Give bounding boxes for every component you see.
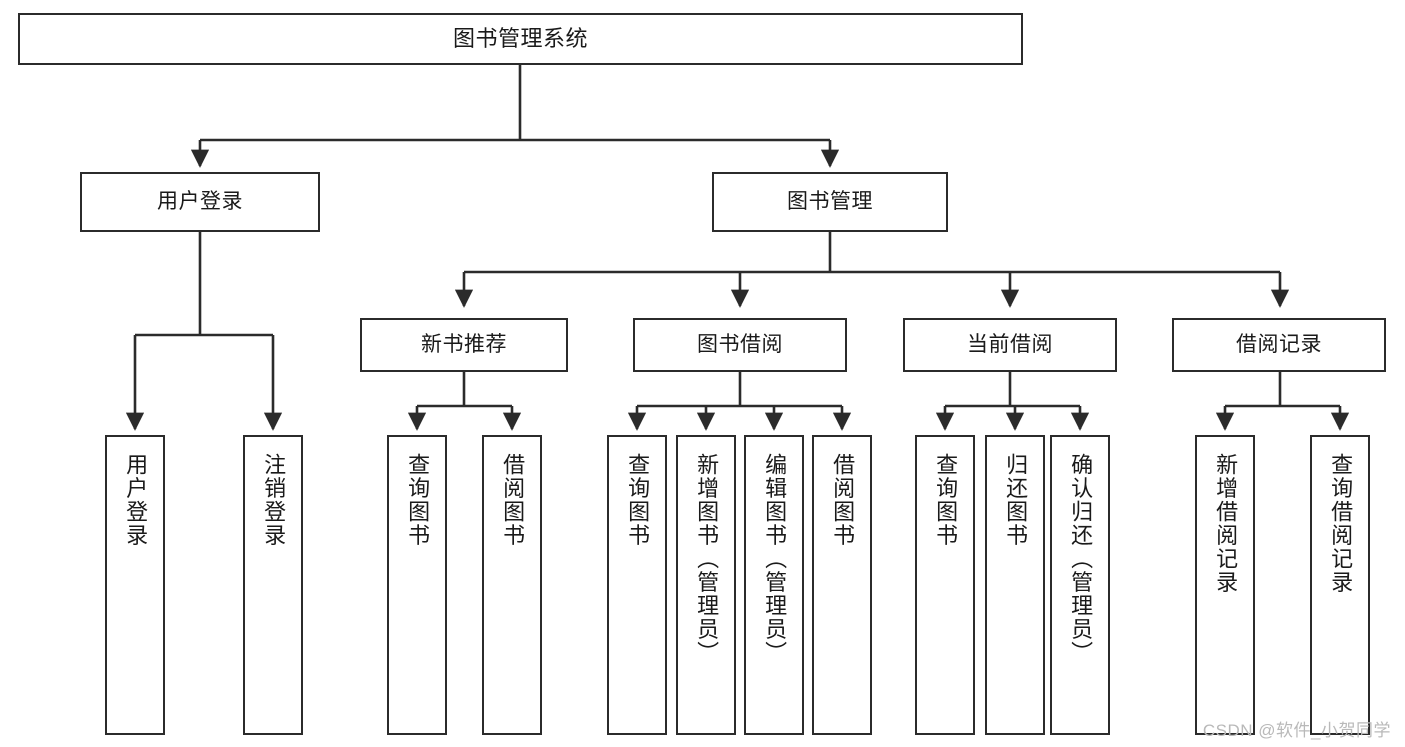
node-book-borrow[interactable]: 图书借阅: [633, 318, 847, 372]
node-label: 借阅记录: [1236, 332, 1322, 356]
node-leaf-user-login[interactable]: 用户登录: [105, 435, 165, 735]
node-label: 查询图书: [933, 453, 959, 547]
node-leaf-query-book-borrow[interactable]: 查询图书: [607, 435, 667, 735]
node-label: 当前借阅: [967, 332, 1053, 356]
node-leaf-edit-book-admin[interactable]: 编辑图书（管理员）: [744, 435, 804, 735]
node-label: 确认归还（管理员）: [1068, 453, 1094, 665]
node-label: 归还图书: [1003, 453, 1029, 547]
node-current-borrow[interactable]: 当前借阅: [903, 318, 1117, 372]
node-leaf-borrow-book[interactable]: 借阅图书: [812, 435, 872, 735]
node-leaf-query-borrow-record[interactable]: 查询借阅记录: [1310, 435, 1370, 735]
node-label: 用户登录: [157, 189, 243, 213]
node-label: 新增借阅记录: [1213, 453, 1239, 594]
node-label: 编辑图书（管理员）: [762, 453, 788, 665]
node-leaf-logout[interactable]: 注销登录: [243, 435, 303, 735]
node-leaf-add-book-admin[interactable]: 新增图书（管理员）: [676, 435, 736, 735]
node-leaf-query-book-current[interactable]: 查询图书: [915, 435, 975, 735]
node-user-login[interactable]: 用户登录: [80, 172, 320, 232]
node-borrow-records[interactable]: 借阅记录: [1172, 318, 1386, 372]
node-label: 新书推荐: [421, 332, 507, 356]
node-label: 借阅图书: [500, 453, 526, 547]
node-label: 图书管理: [787, 189, 873, 213]
watermark: CSDN @软件_小贺同学: [1202, 721, 1391, 740]
node-label: 查询图书: [625, 453, 651, 547]
node-leaf-query-book-recommend[interactable]: 查询图书: [387, 435, 447, 735]
node-label: 查询借阅记录: [1328, 453, 1354, 594]
node-label: 新增图书（管理员）: [694, 453, 720, 665]
node-label: 查询图书: [405, 453, 431, 547]
node-label: 图书管理系统: [452, 26, 588, 52]
node-label: 借阅图书: [830, 453, 856, 547]
node-leaf-confirm-return-admin[interactable]: 确认归还（管理员）: [1050, 435, 1110, 735]
node-leaf-return-book[interactable]: 归还图书: [985, 435, 1045, 735]
node-root-system[interactable]: 图书管理系统: [18, 13, 1023, 65]
node-label: 注销登录: [261, 453, 287, 547]
node-label: 图书借阅: [697, 332, 783, 356]
node-leaf-add-borrow-record[interactable]: 新增借阅记录: [1195, 435, 1255, 735]
node-new-book-recommend[interactable]: 新书推荐: [360, 318, 568, 372]
node-book-management[interactable]: 图书管理: [712, 172, 948, 232]
node-leaf-borrow-book-recommend[interactable]: 借阅图书: [482, 435, 542, 735]
node-label: 用户登录: [123, 453, 149, 547]
